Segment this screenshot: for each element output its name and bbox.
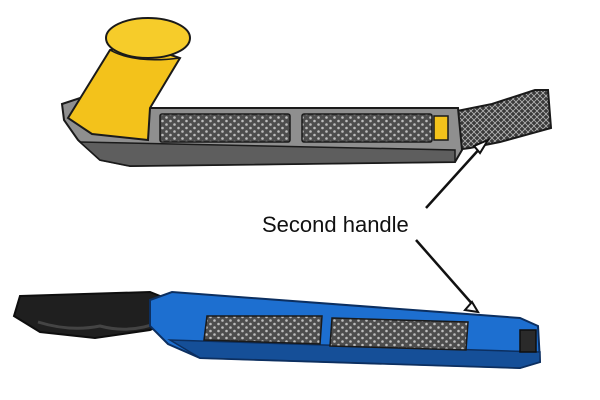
plane-rasp-tool xyxy=(60,17,553,168)
file-blade-left xyxy=(203,315,323,345)
rasp-blade-left xyxy=(159,113,291,143)
file-rasp-tool xyxy=(12,290,542,370)
arrow-to-bottom-handle xyxy=(415,239,475,307)
arrow-to-top-handle xyxy=(425,145,483,209)
handle-cap xyxy=(105,17,191,59)
label-arrows xyxy=(415,137,491,314)
black-handle xyxy=(12,290,172,340)
yellow-tab xyxy=(433,115,449,141)
file-blade-right xyxy=(329,317,469,351)
second-handle-label: Second handle xyxy=(262,212,409,237)
tip-clip xyxy=(519,329,537,353)
rasp-blade-right xyxy=(301,113,433,143)
front-grip-handle xyxy=(450,89,553,152)
